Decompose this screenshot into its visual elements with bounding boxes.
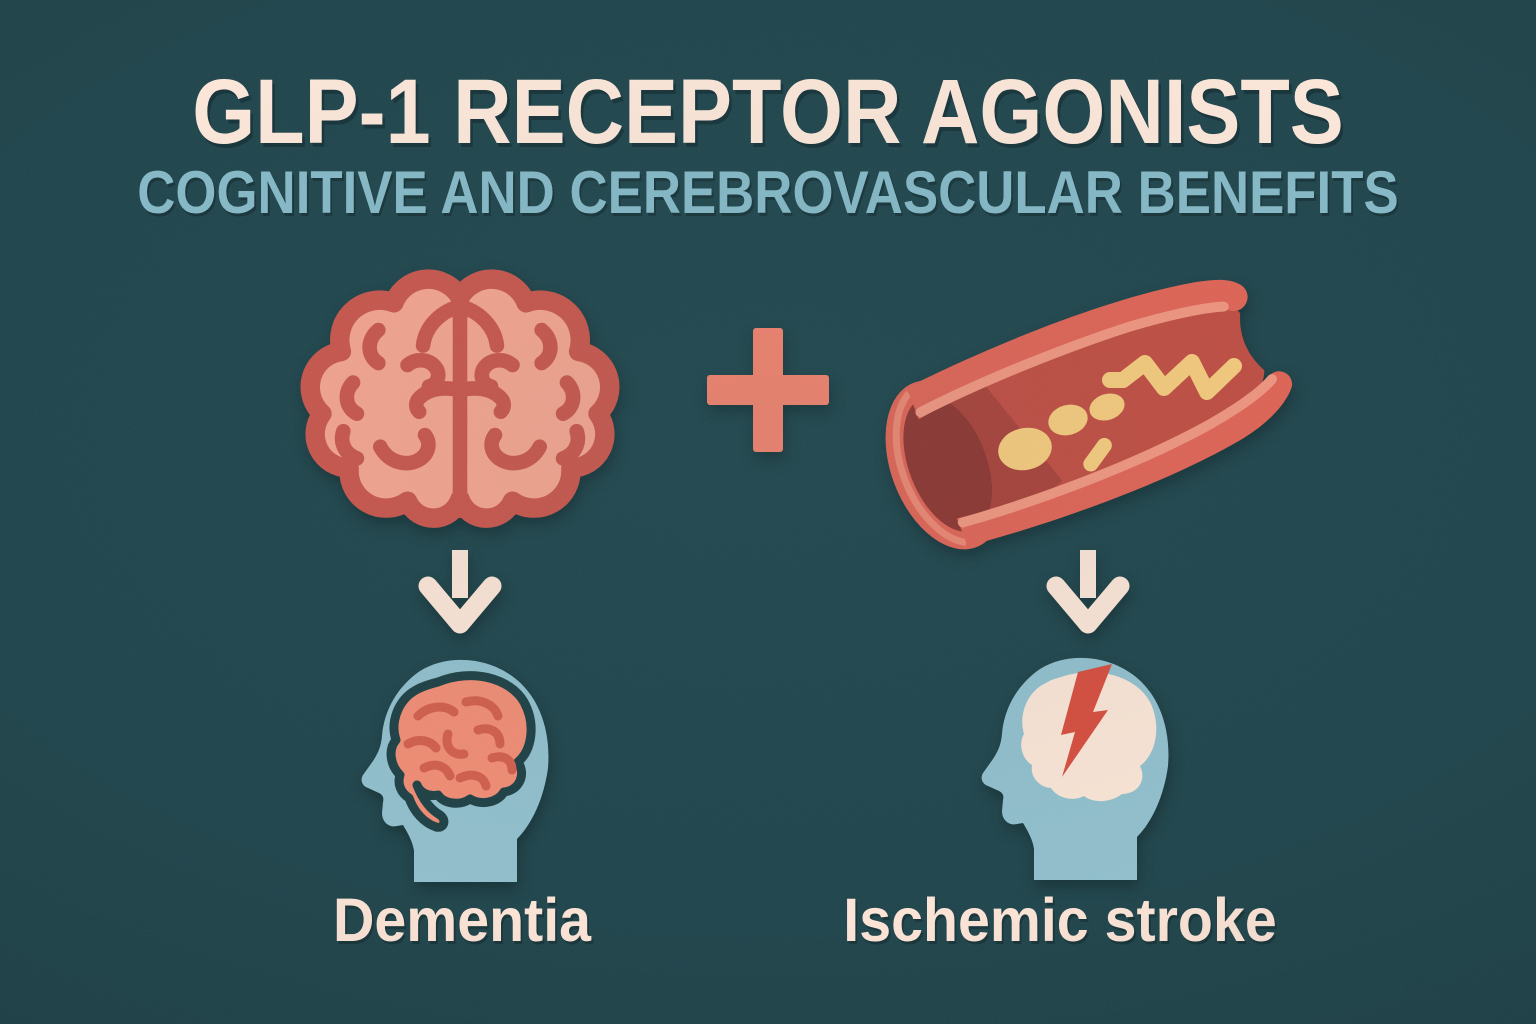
down-arrow-icon <box>418 550 502 634</box>
clogged-blood-vessel-icon <box>885 279 1293 550</box>
down-arrow-icon <box>1046 550 1130 634</box>
head-with-brain-icon <box>361 659 549 882</box>
outcome-label-ischemic-stroke: Ischemic stroke <box>843 886 1277 954</box>
head-with-lightning-bolt-icon <box>981 657 1169 880</box>
plus-icon <box>707 328 829 452</box>
outcome-label-dementia: Dementia <box>332 886 592 954</box>
brain-icon <box>300 269 620 528</box>
page-title: GLP-1 RECEPTOR AGONISTS <box>192 61 1344 163</box>
page-subtitle: COGNITIVE AND CEREBROVASCULAR BENEFITS <box>137 159 1399 226</box>
